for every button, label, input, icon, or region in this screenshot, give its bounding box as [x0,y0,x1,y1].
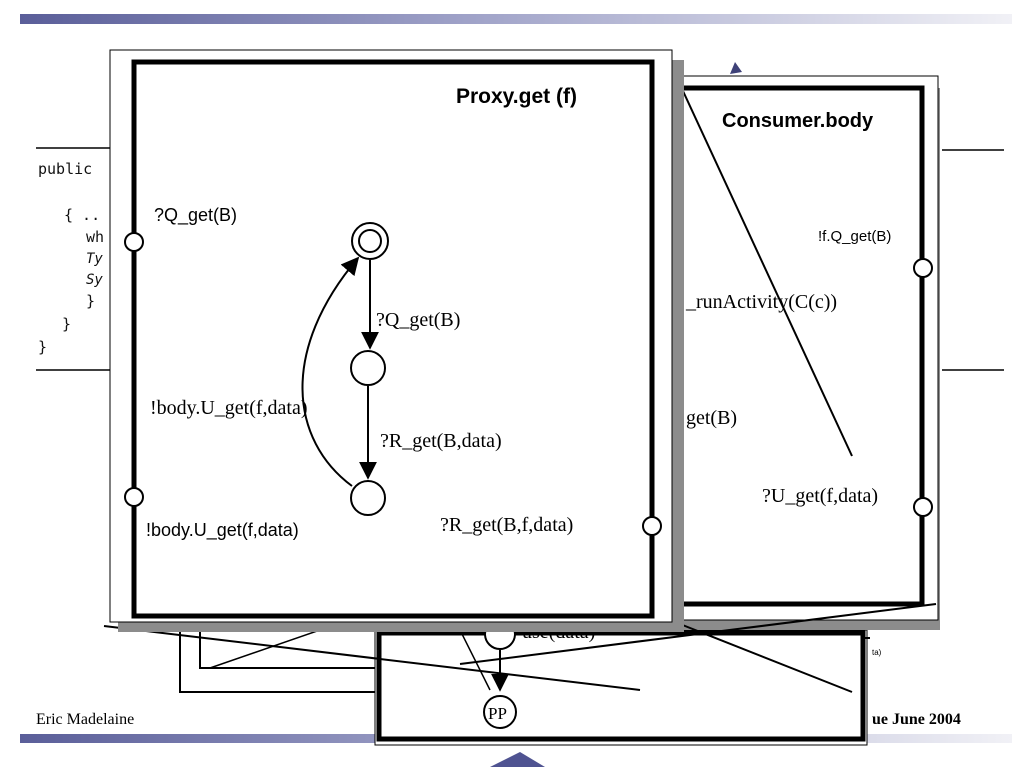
code-line: public [38,160,92,178]
proxy-title: Proxy.get (f) [456,85,577,108]
port-top-left-label: ?Q_get(B) [154,205,237,226]
state-circle [350,480,386,516]
transition-arrow-back [301,256,360,487]
code-line: { .. [64,206,100,224]
proxy-panel: Proxy.get (f) ?Q_get(B) ?Q_get(B) ?R_get… [109,49,684,632]
background-layer [36,62,1004,767]
initial-state-inner [358,229,382,253]
zoom-line [459,603,937,665]
wire [199,628,375,669]
logo-fragment-bottom [490,752,545,767]
port-circle [913,258,933,278]
state-circle-pp [483,695,517,729]
code-line: } [86,292,95,310]
zoom-line [457,625,491,691]
zoom-line [679,623,853,693]
small-label: ta) [872,648,882,657]
code-line: wh [86,228,104,246]
zoom-lines [103,49,937,693]
consumer-title: Consumer.body [722,110,874,132]
code-line: Ty [86,251,103,267]
consumer-frame [669,75,939,621]
proxy-frame [109,49,673,623]
consumer-panel: Consumer.body !f.Q_get(B) _runActivity(C… [669,75,940,630]
proxy-border [131,59,655,619]
port-bottom-label: ?U_get(f,data) [762,485,878,507]
transition-label-r: ?R_get(B,data) [380,430,502,452]
footer-author: Eric Madelaine [36,711,134,728]
code-line: Sy [86,272,103,288]
transition-label-body: !body.U_get(f,data) [150,397,308,419]
top-banner-bar [20,14,1012,24]
code-line: } [62,315,71,333]
logo-fragment-top [730,62,742,74]
zoom-line [103,625,641,691]
port-circle [124,232,144,252]
wire [179,628,375,693]
footer: Eric Madelaine ue June 2004 [36,711,961,728]
bottom-panel-border [376,630,866,742]
code-listing: public { .. wh Ty Sy } } } [38,160,104,356]
port-circle [124,487,144,507]
state-circle [350,350,386,386]
transition-label-get: get(B) [686,407,737,429]
transition-label-q: ?Q_get(B) [376,309,460,331]
code-line: } [38,338,47,356]
zoom-line [663,49,853,457]
state-label: PP [488,704,507,723]
transition-label-run: _runActivity(C(c)) [685,291,837,313]
port-circle [642,516,662,536]
port-circle [913,497,933,517]
wire [209,629,321,669]
port-bottom-left-label: !body.U_get(f,data) [146,520,299,541]
footer-date: ue June 2004 [872,711,961,728]
port-top-label: !f.Q_get(B) [818,228,891,245]
port-bottom-right-label: ?R_get(B,f,data) [440,514,573,536]
bottom-panel: PP use(data) ta) [179,618,882,746]
